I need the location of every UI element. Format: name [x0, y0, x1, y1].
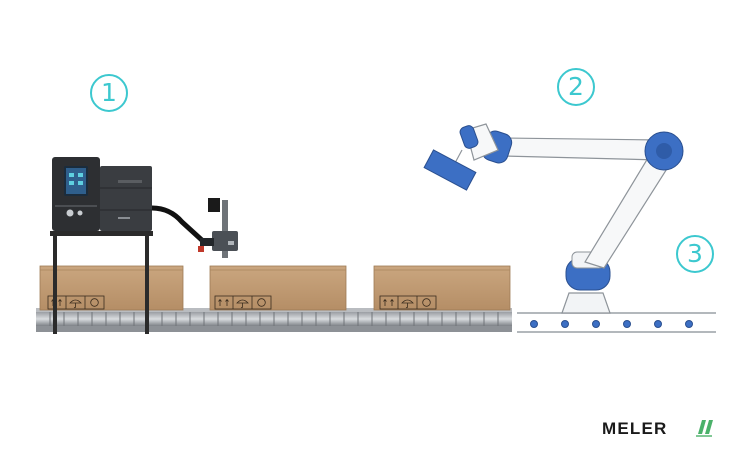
recycle-icon: [422, 298, 431, 307]
box-1-handling-icons: [47, 295, 105, 310]
arrows-up-icon: [218, 298, 229, 306]
glue-applicator: [198, 198, 238, 258]
conveyor-rail-top: [36, 308, 512, 314]
melter-switch-icon: [66, 209, 74, 217]
robot-lower-arm: [584, 157, 671, 269]
umbrella-icon: [401, 299, 414, 309]
meler-logo-mark-icon: [696, 420, 713, 437]
recycle-icon: [90, 298, 99, 307]
umbrella-icon: [236, 299, 249, 309]
hot-melt-unit: [52, 157, 152, 231]
step-number-2: 2: [557, 68, 595, 106]
brand-logo: MELER: [602, 418, 668, 440]
box-3: [373, 265, 511, 311]
robot-gripper: [423, 149, 477, 191]
box-2-handling-icons: [214, 295, 272, 310]
melter-stand: [50, 231, 153, 334]
step-number-1: 1: [90, 74, 128, 112]
arrows-up-icon: [383, 298, 394, 306]
umbrella-icon: [69, 299, 82, 309]
box-2: [209, 265, 347, 311]
box-1: [39, 265, 184, 311]
robot-conveyor: [517, 312, 716, 333]
brand-name: MELER: [602, 419, 668, 438]
melter-tank: [100, 166, 152, 231]
robot-upper-arm: [502, 137, 661, 161]
box-3-handling-icons: [379, 295, 437, 310]
conveyor-rail-bottom: [36, 326, 512, 332]
step-number-3: 3: [676, 235, 714, 273]
robot-base: [561, 292, 611, 314]
recycle-icon: [257, 298, 266, 307]
collaborative-robot: [423, 123, 684, 314]
heated-hose: [151, 205, 206, 244]
roller-conveyor: [36, 308, 512, 332]
